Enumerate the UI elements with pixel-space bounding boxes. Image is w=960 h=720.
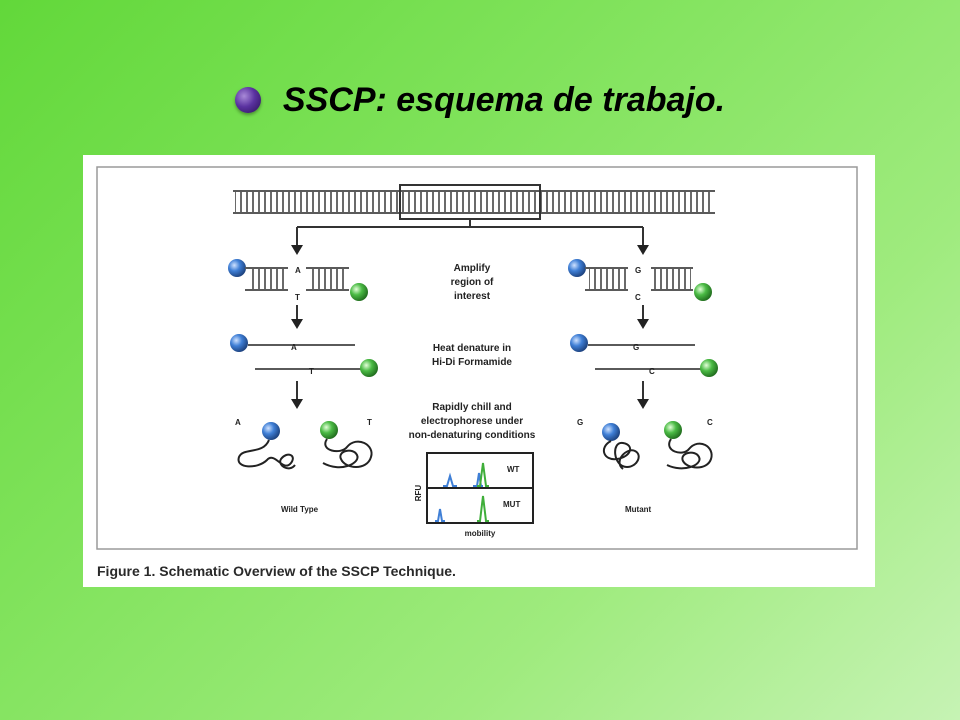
svg-text:interest: interest: [454, 291, 491, 302]
svg-text:electrophorese under: electrophorese under: [421, 416, 523, 427]
blue-probe-icon: [262, 422, 280, 440]
mut-conformer-g-label: G: [577, 418, 583, 427]
arrow-down-icon: [291, 399, 303, 409]
mutant-single-strands: G C: [570, 334, 718, 377]
arrow-down-icon: [637, 245, 649, 255]
wt-green-peak: [477, 462, 489, 487]
sscp-diagram: A T A T A T Wild Type: [96, 166, 858, 550]
slide-title: SSCP: esquema de trabajo.: [0, 70, 960, 130]
mut-strand-base-bottom: C: [649, 367, 655, 376]
blue-probe-icon: [602, 423, 620, 441]
mut-base-top-label: G: [635, 266, 641, 275]
svg-text:Hi-Di Formamide: Hi-Di Formamide: [432, 357, 512, 368]
blue-probe-icon: [568, 259, 586, 277]
step-amplify: Amplify region of interest: [451, 263, 494, 302]
electropherogram: RFU WT MUT mobility: [414, 452, 534, 538]
step-chill: Rapidly chill and electrophorese under n…: [409, 402, 536, 441]
green-probe-icon: [700, 359, 718, 377]
mutant-conformers: G C Mutant: [577, 418, 713, 514]
green-probe-icon: [360, 359, 378, 377]
wild-type-single-strands: A T: [230, 334, 378, 377]
mut-base-bottom-label: C: [635, 293, 641, 302]
wt-strand-base-bottom: T: [309, 367, 314, 376]
wt-base-bottom-label: T: [295, 293, 300, 302]
svg-text:Rapidly chill and: Rapidly chill and: [432, 402, 511, 413]
wt-blue-peak-2: [473, 472, 483, 487]
figure-card: A T A T A T Wild Type: [83, 155, 875, 587]
svg-text:Heat denature in: Heat denature in: [433, 343, 511, 354]
svg-text:Amplify: Amplify: [454, 263, 491, 274]
slide-title-text: SSCP: esquema de trabajo.: [282, 80, 726, 119]
blue-probe-icon: [570, 334, 588, 352]
green-probe-icon: [350, 283, 368, 301]
figure-caption: Figure 1. Schematic Overview of the SSCP…: [97, 563, 456, 579]
arrow-down-icon: [637, 399, 649, 409]
wt-blue-peak: [443, 472, 457, 487]
wt-conformer-a-label: A: [235, 418, 241, 427]
mut-green-peak: [477, 495, 489, 522]
mut-blue-peak: [435, 508, 445, 522]
gel-lane-mut-label: MUT: [503, 500, 520, 509]
wt-base-top-label: A: [295, 266, 301, 275]
dna-double-strand: [233, 184, 715, 255]
arrow-down-icon: [291, 319, 303, 329]
blue-probe-icon: [228, 259, 246, 277]
green-probe-icon: [664, 421, 682, 439]
arrow-down-icon: [637, 319, 649, 329]
wild-type-amplicon: A T: [228, 259, 368, 302]
gel-x-label: mobility: [465, 529, 496, 538]
green-probe-icon: [694, 283, 712, 301]
gel-lane-wt-label: WT: [507, 465, 520, 474]
wild-type-label: Wild Type: [281, 505, 319, 514]
arrow-down-icon: [291, 245, 303, 255]
wt-conformer-t-label: T: [367, 418, 372, 427]
bullet-icon: [234, 87, 261, 113]
svg-text:region of: region of: [451, 277, 494, 288]
mutant-amplicon: G C: [568, 259, 712, 302]
svg-text:non-denaturing conditions: non-denaturing conditions: [409, 430, 536, 441]
mutant-label: Mutant: [625, 505, 652, 514]
gel-y-label: RFU: [414, 485, 423, 502]
wild-type-conformers: A T Wild Type: [235, 418, 373, 514]
mut-conformer-c-label: C: [707, 418, 713, 427]
green-probe-icon: [320, 421, 338, 439]
blue-probe-icon: [230, 334, 248, 352]
figure-frame: [96, 166, 858, 550]
mut-strand-base-top: G: [633, 343, 639, 352]
step-denature: Heat denature in Hi-Di Formamide: [432, 343, 512, 368]
wt-strand-base-top: A: [291, 343, 297, 352]
